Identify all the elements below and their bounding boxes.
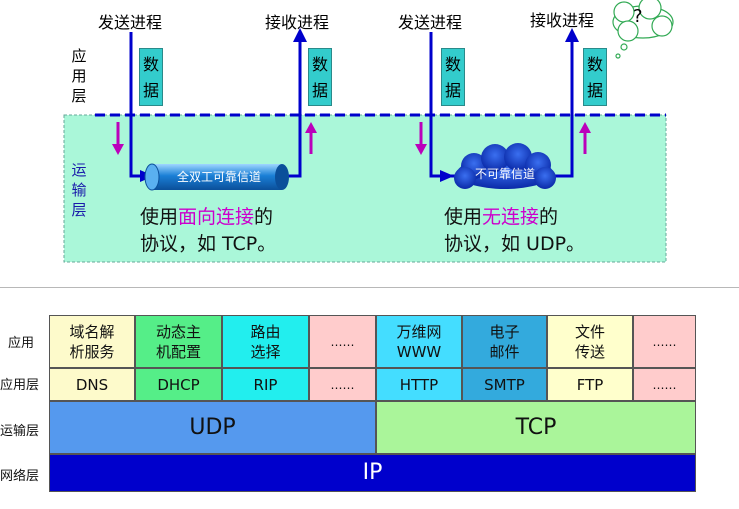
row-label-transport: 运输层	[0, 424, 40, 439]
row-label-network: 网络层	[0, 469, 40, 484]
app-cell-routing: 路由 选择	[222, 315, 309, 368]
left-recv-data-box: 数 据	[308, 48, 332, 106]
data-char: 据	[586, 81, 603, 100]
app-layer-char: 应	[71, 47, 87, 65]
left-description-line2: 协议，如 TCP。	[140, 233, 277, 255]
protocol-cell-rip: RIP	[222, 368, 309, 401]
app-cell-line: 文件	[574, 322, 605, 341]
data-char: 据	[142, 81, 159, 100]
transport-layer-char: 输	[71, 181, 87, 199]
left-down-arrow	[112, 144, 124, 155]
tcp-block: TCP	[376, 401, 696, 454]
ip-block: IP	[49, 454, 696, 492]
right-channel-arrowhead	[440, 170, 454, 182]
transport-layer-label: 运 输 层	[70, 160, 88, 220]
reliable-channel-tube	[144, 163, 289, 191]
transport-layer-char: 层	[71, 201, 87, 219]
right-description-line1: 使用无连接的	[444, 204, 585, 231]
row-label-app: 应用	[8, 336, 35, 351]
protocol-cell-dhcp: DHCP	[135, 368, 222, 401]
app-cell-line: 传送	[574, 342, 605, 361]
app-cell-ellipsis-left: ……	[309, 315, 376, 368]
desc-suffix: 的	[254, 206, 274, 228]
left-up-arrow	[305, 122, 317, 133]
app-cell-ellipsis-right: ……	[633, 315, 696, 368]
right-send-process-label: 发送进程	[398, 13, 463, 32]
unreliable-channel-label: 不可靠信道	[474, 167, 535, 181]
data-char: 数	[444, 55, 461, 74]
data-char: 据	[444, 81, 461, 100]
left-recv-arrowhead	[293, 28, 307, 42]
app-cell-line: 析服务	[69, 342, 115, 361]
right-recv-data-box: 数 据	[583, 48, 607, 106]
app-cell-line: 路由	[250, 322, 281, 341]
data-char: 据	[311, 81, 328, 100]
protocol-cell-http: HTTP	[376, 368, 462, 401]
app-cell-line: 域名解	[69, 322, 115, 341]
udp-block: UDP	[49, 401, 376, 454]
app-layer-label: 应 用 层	[70, 46, 88, 106]
protocol-cell-dns: DNS	[49, 368, 135, 401]
app-cell-line: 动态主	[155, 322, 201, 341]
left-recv-process-label: 接收进程	[265, 13, 330, 32]
right-recv-arrowhead	[565, 28, 579, 42]
thought-question-mark: ?	[633, 6, 643, 27]
right-down-arrow	[415, 144, 427, 155]
app-cell-www: 万维网 WWW	[376, 315, 462, 368]
protocol-cell-ellipsis-right: ……	[633, 368, 696, 401]
app-cell-email: 电子 邮件	[462, 315, 547, 368]
app-cell-line: WWW	[396, 342, 442, 361]
right-up-arrow	[579, 122, 591, 133]
app-cell-dhcp-service: 动态主 机配置	[135, 315, 222, 368]
unreliable-channel-cloud	[454, 143, 556, 189]
right-send-data-box: 数 据	[441, 48, 465, 106]
right-description: 使用无连接的 协议，如 UDP。	[444, 204, 585, 258]
app-cell-line: ……	[652, 334, 677, 349]
app-layer-char: 用	[71, 67, 87, 85]
left-description-line1: 使用面向连接的	[140, 204, 276, 231]
desc-prefix: 使用	[444, 206, 483, 228]
row-label-app-layer: 应用层	[0, 378, 40, 393]
right-description-line2: 协议，如 UDP。	[444, 233, 586, 255]
desc-suffix: 的	[539, 206, 559, 228]
app-cell-line: 万维网	[396, 322, 442, 341]
app-cell-line: 机配置	[155, 342, 201, 361]
app-cell-line: ……	[330, 334, 355, 349]
thought-bubble	[612, 0, 674, 59]
left-send-data-box: 数 据	[139, 48, 163, 106]
app-cell-dns-service: 域名解 析服务	[49, 315, 135, 368]
app-cell-file-transfer: 文件 传送	[547, 315, 633, 368]
data-char: 数	[142, 55, 159, 74]
data-char: 数	[311, 55, 328, 74]
app-cell-line: 邮件	[489, 342, 520, 361]
protocol-cell-smtp: SMTP	[462, 368, 547, 401]
transport-layer-char: 运	[71, 161, 87, 179]
left-description: 使用面向连接的 协议，如 TCP。	[140, 204, 276, 258]
section-separator	[0, 287, 739, 288]
protocol-cell-ellipsis-left: ……	[309, 368, 376, 401]
left-send-process-label: 发送进程	[98, 13, 163, 32]
top-diagram-graphics	[63, 0, 674, 263]
app-cell-line: 选择	[250, 342, 281, 361]
protocol-cell-ftp: FTP	[547, 368, 633, 401]
desc-highlight: 无连接	[482, 206, 540, 228]
reliable-channel-label: 全双工可靠信道	[176, 170, 261, 184]
right-recv-process-label: 接收进程	[530, 11, 595, 30]
app-layer-char: 层	[71, 87, 87, 105]
data-char: 数	[586, 55, 603, 74]
desc-highlight: 面向连接	[178, 206, 255, 228]
app-cell-line: 电子	[489, 322, 520, 341]
desc-prefix: 使用	[140, 206, 179, 228]
